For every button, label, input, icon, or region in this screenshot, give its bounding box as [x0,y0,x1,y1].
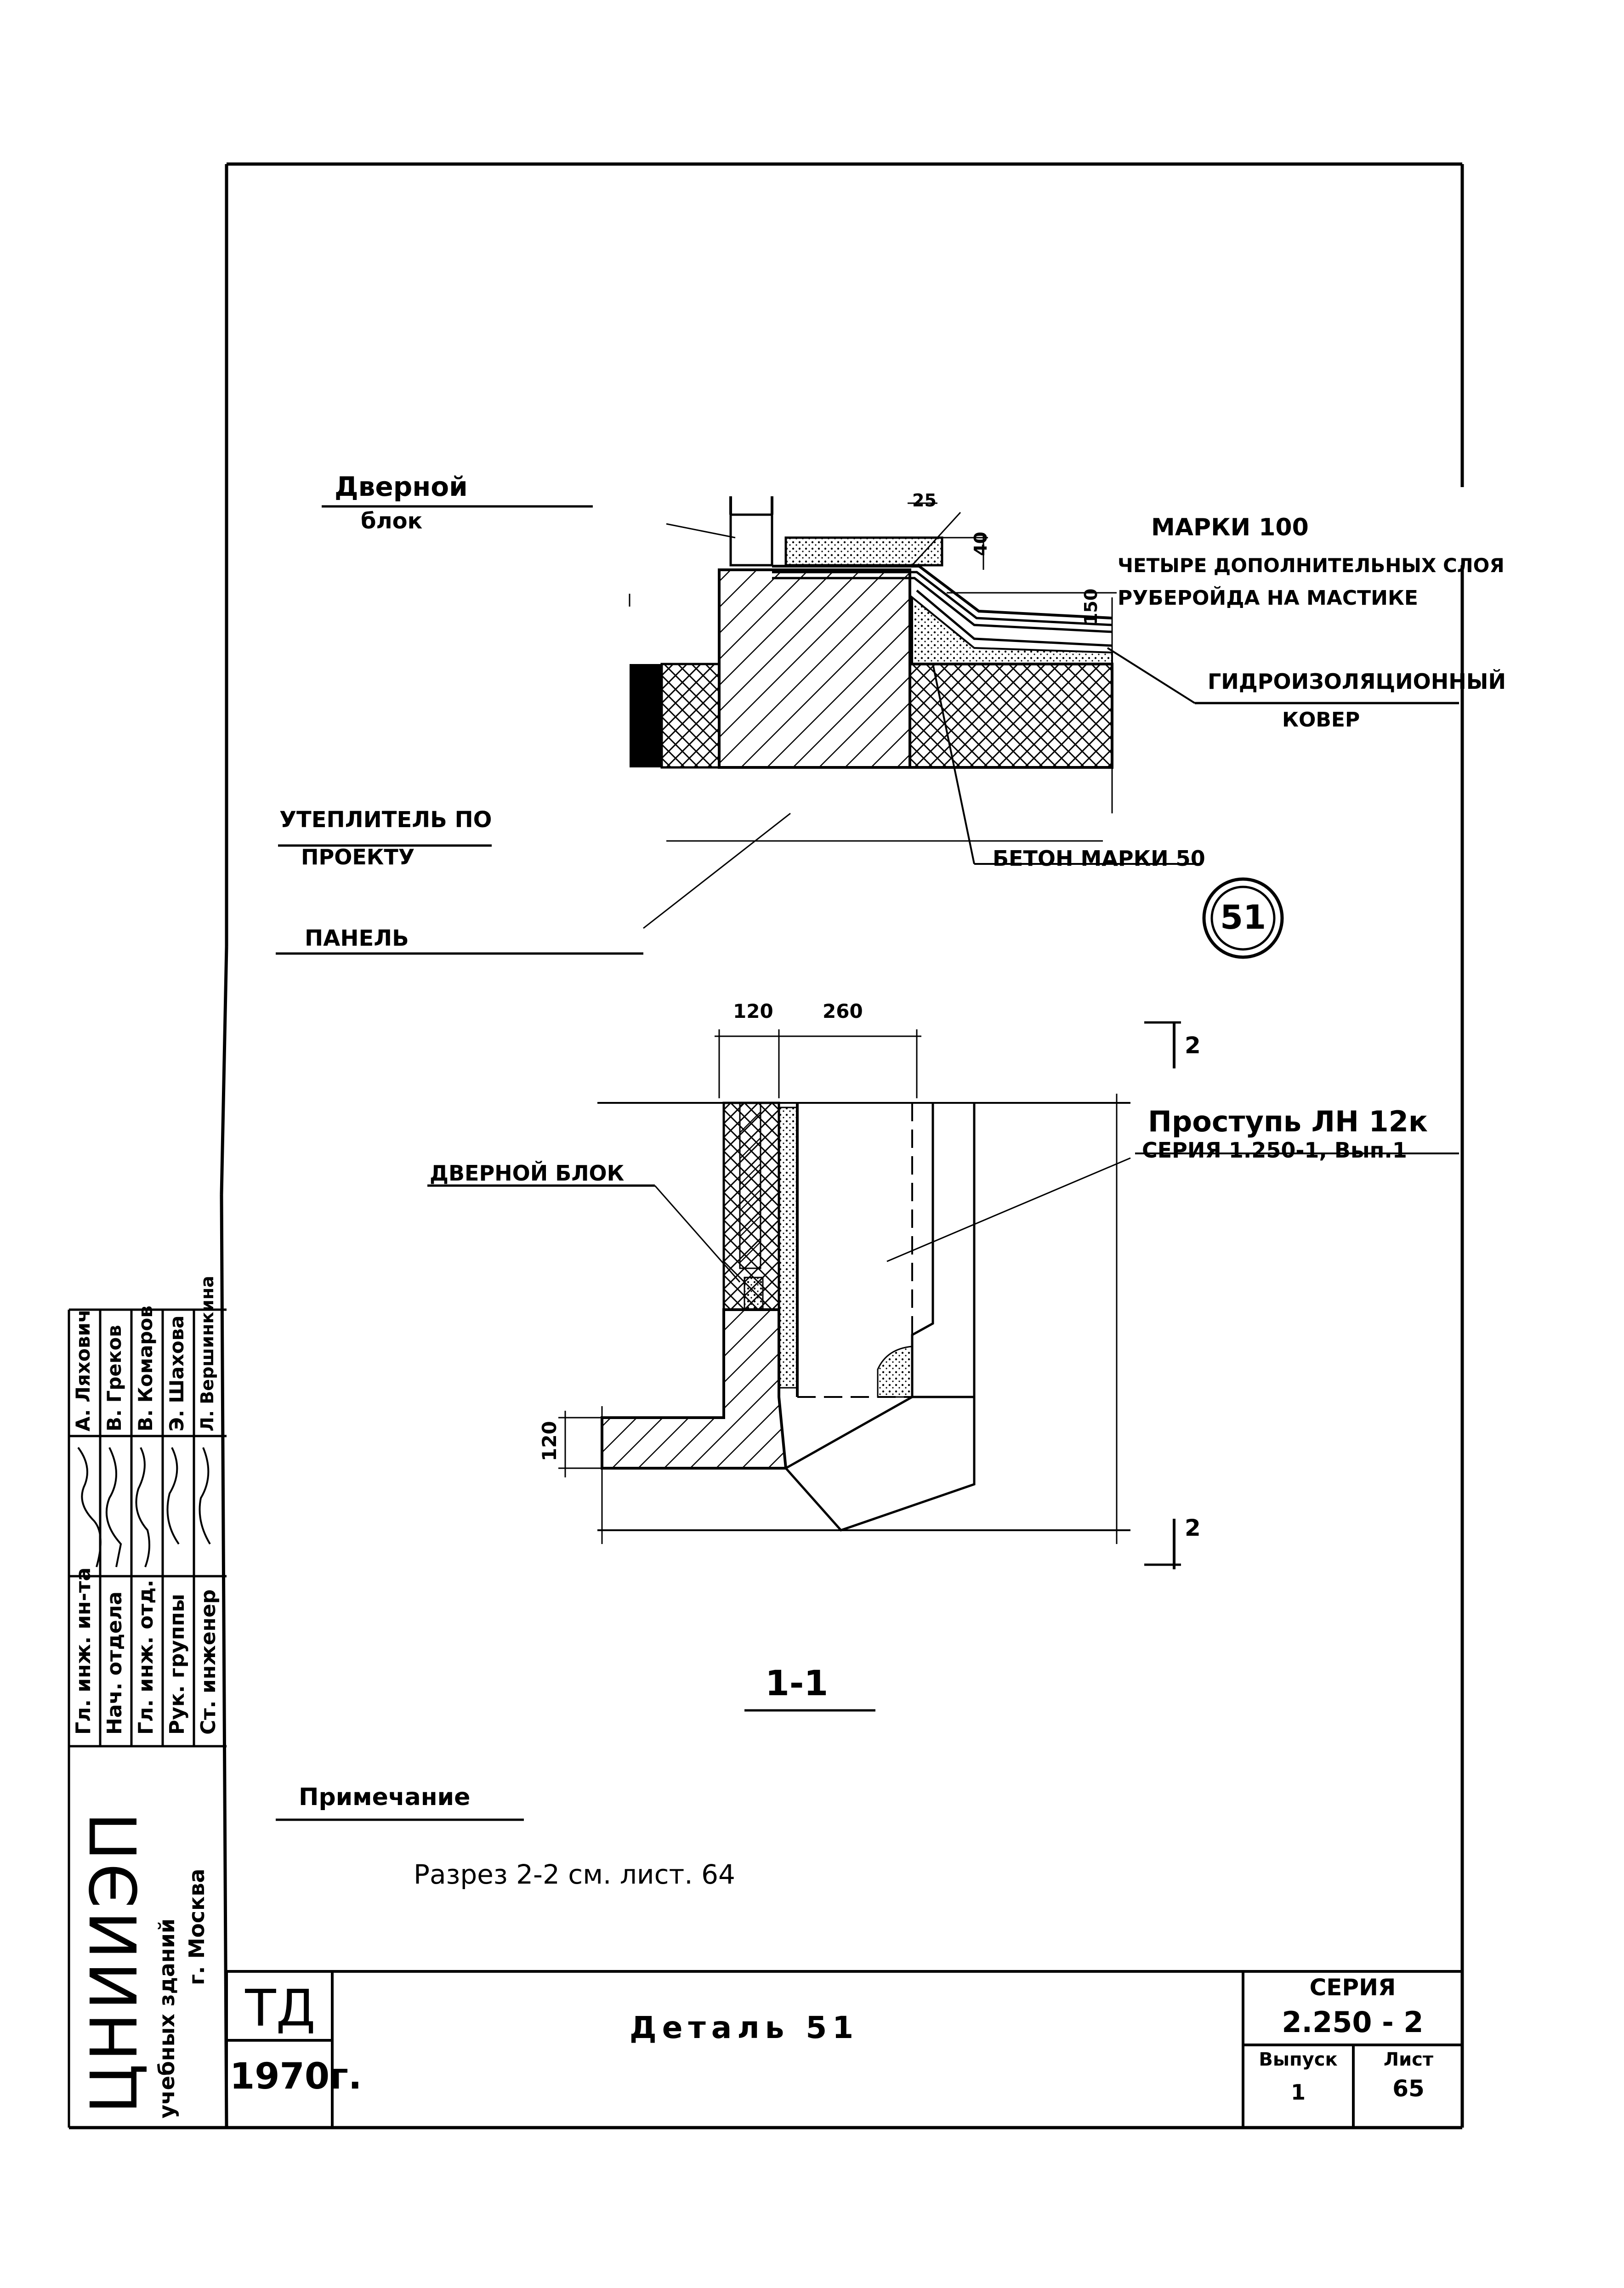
stamp-name-3: В. Комаров [134,1306,157,1431]
stamp-org-sub-2: г. Москва [184,1868,209,1985]
section-mark-bottom: 2 [1185,1515,1201,1541]
door-block-label-2: блок [361,508,423,534]
section-title: 1-1 [765,1663,829,1703]
title-block-title: Деталь 51 [630,2010,859,2045]
note-title: Примечание [299,1783,471,1811]
dimension-120-side: 120 [538,1421,561,1461]
stamp-role-4: Рук. группы [165,1594,189,1735]
dimension-120-top: 120 [733,1000,773,1022]
stamp-grid [68,1308,227,2128]
stamp-org: ЦНИИЭП [77,1809,152,2114]
concrete-label: БЕТОН МАРКИ 50 [993,846,1205,871]
stamp-role-1: Гл. инж. ин-та [72,1567,95,1735]
panel-label: ПАНЕЛЬ [305,925,409,951]
grade-100-label: МАРКИ 100 [1151,514,1309,541]
dimension-25: 25 [912,490,937,511]
door-block-plan-label: ДВЕРНОЙ БЛОК [430,1161,625,1186]
issue-value: 1 [1290,2080,1306,2105]
series-value: 2.250 - 2 [1282,2005,1424,2039]
stamp-role-2: Нач. отдела [103,1591,126,1735]
section-mark-top: 2 [1185,1032,1201,1059]
stair-tread-label-1: Проступь ЛН 12к [1148,1105,1428,1138]
four-layers-label-1: ЧЕТЫРЕ ДОПОЛНИТЕЛЬНЫХ СЛОЯ [1118,554,1505,577]
title-block-td: ТД [245,1979,316,2038]
series-label: СЕРИЯ [1309,1974,1396,2001]
stamp-role-3: Гл. инж. отд. [134,1579,158,1735]
detail-number-circle [1202,877,1284,959]
title-block-grid [225,1970,1462,2128]
section-1-1 [276,1021,1459,1821]
stamp-org-sub-1: учебных зданий [154,1918,179,2118]
issue-label: Выпуск [1259,2049,1338,2070]
stamp-name-5: Л. Вершинкина [197,1276,217,1431]
dimension-260: 260 [823,1000,863,1022]
stair-tread-label-2: СЕРИЯ 1.250-1, Вып.1 [1142,1138,1407,1163]
insulation-label-2: ПРОЕКТУ [301,845,415,869]
signatures [77,1447,211,1567]
detail-51-section [276,496,1459,955]
dimension-40: 40 [971,532,991,556]
sheet-value: 65 [1392,2075,1425,2102]
insulation-label-1: УТЕПЛИТЕЛЬ ПО [279,807,492,833]
hydro-carpet-label-2: КОВЕР [1282,708,1360,732]
note-text: Разрез 2-2 см. лист. 64 [414,1859,735,1890]
stamp-name-2: В. Греков [103,1325,125,1431]
stamp-role-5: Ст. инженер [197,1589,220,1735]
door-block-label-1: Дверной [335,471,468,502]
stamp-name-1: А. Ляхович [72,1309,94,1431]
dimension-150: 150 [1081,588,1101,625]
sheet-frame [69,162,1464,2129]
detail-number: 51 [1220,898,1266,937]
four-layers-label-2: РУБЕРОЙДА НА МАСТИКЕ [1118,586,1418,610]
sheet-label: Лист [1383,2049,1434,2070]
stamp-name-4: Э. Шахова [165,1315,188,1432]
hydro-carpet-label-1: ГИДРОИЗОЛЯЦИОННЫЙ [1208,669,1506,694]
title-block-year: 1970г. [230,2056,362,2097]
